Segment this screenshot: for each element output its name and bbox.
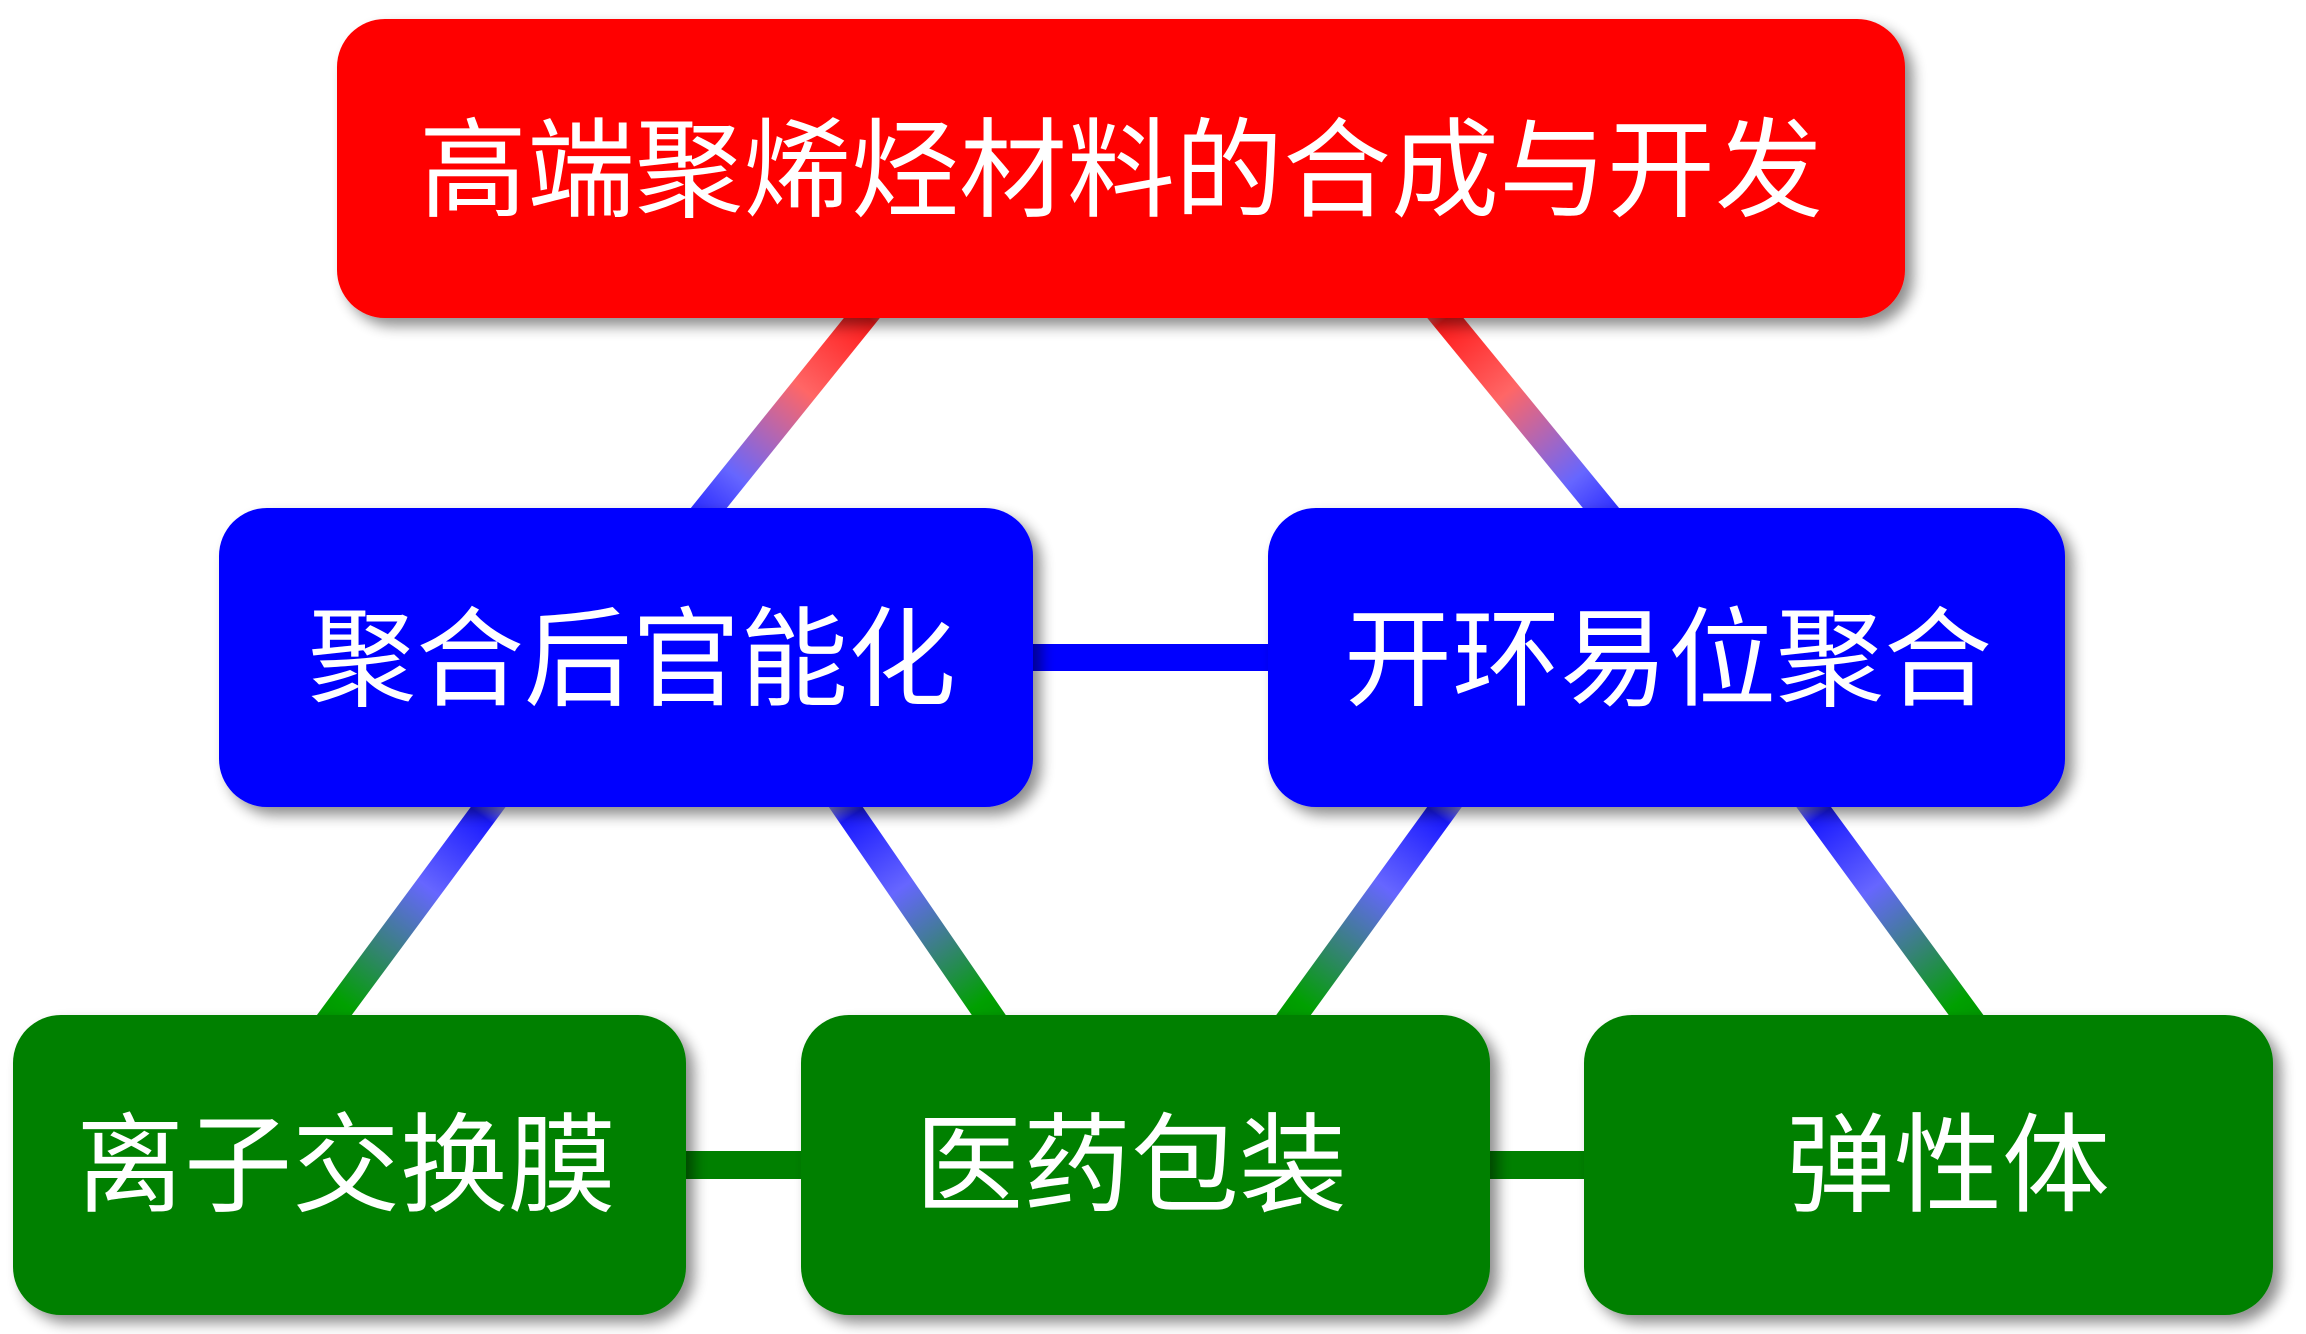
node-medical-packaging-label: 医药包装 [915, 1104, 1347, 1229]
node-romp-box [1268, 508, 2065, 807]
node-elastomer-box [1584, 1015, 2273, 1315]
node-medical-packaging-box [801, 1015, 1490, 1315]
node-root-box [337, 19, 1905, 318]
edge-ion-exchange-membrane-to-medical-packaging [676, 1151, 811, 1179]
edge-post-functionalization-to-romp [1020, 644, 1280, 671]
node-root-label: 高端聚烯烃材料的合成与开发 [419, 109, 1823, 234]
edge-root-to-post-functionalization [664, 274, 901, 559]
node-medical-packaging: 医药包装 [801, 1015, 1490, 1315]
node-elastomer: 弹性体 [1584, 1015, 2273, 1315]
node-romp-label: 开环易位聚合 [1344, 598, 1992, 723]
edge-root-to-romp [1409, 278, 1648, 561]
node-post-functionalization-box [219, 508, 1033, 807]
node-root: 高端聚烯烃材料的合成与开发 [337, 19, 1905, 318]
node-ion-exchange-membrane-box [13, 1015, 686, 1315]
node-elastomer-label: 弹性体 [1786, 1104, 2110, 1229]
edge-medical-packaging-to-elastomer [1480, 1151, 1594, 1179]
node-ion-exchange-membrane-label: 离子交换膜 [76, 1104, 616, 1229]
node-post-functionalization-label: 聚合后官能化 [308, 598, 956, 723]
node-post-functionalization: 聚合后官能化 [219, 508, 1033, 807]
node-ion-exchange-membrane: 离子交换膜 [13, 1015, 686, 1315]
node-romp: 开环易位聚合 [1268, 508, 2065, 807]
